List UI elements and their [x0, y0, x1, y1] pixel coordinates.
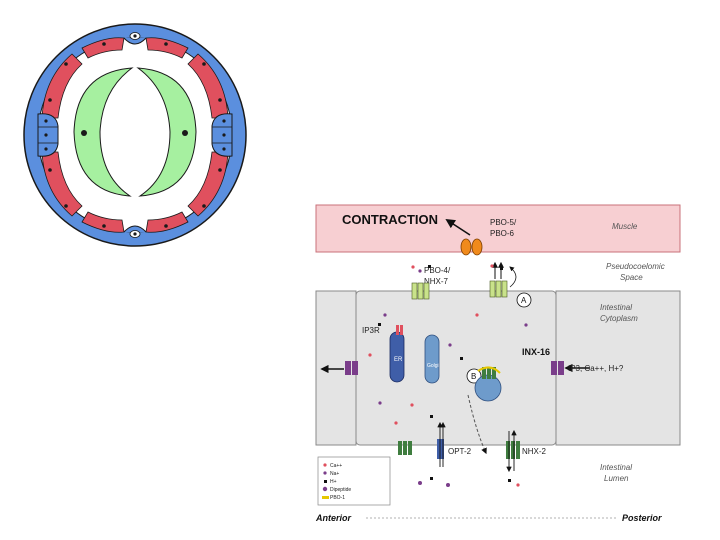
- intestine-nucleus-right: [182, 130, 188, 136]
- region-cyto-2: Cytoplasm: [600, 314, 638, 323]
- er-label: ER: [394, 357, 403, 363]
- muscle-quadrant-upper-left: [41, 53, 83, 119]
- region-cyto-1: Intestinal: [600, 303, 632, 312]
- ip3r-label: IP3R: [362, 326, 380, 335]
- circle-a-label: A: [521, 296, 527, 305]
- inx16-right-channel-icon: [551, 361, 564, 375]
- region-lumen-2: Lumen: [604, 474, 629, 483]
- region-lumen-1: Intestinal: [600, 463, 632, 472]
- lateral-cord-left: [37, 113, 59, 157]
- golgi-label: Golgi: [427, 363, 439, 369]
- opt2-transporter-icon: [437, 421, 446, 467]
- lateral-cord-right: [211, 113, 233, 157]
- contraction-label: CONTRACTION: [342, 212, 438, 227]
- region-pseudo-1: Pseudocoelomic: [606, 262, 665, 271]
- pbo56-receptor-icon: [460, 238, 483, 256]
- circle-a-marker: [516, 292, 532, 308]
- muscle-quadrant-upper-right: [187, 53, 229, 119]
- vesicle-pump-icon: [477, 366, 501, 379]
- opt2-label: OPT-2: [448, 447, 472, 456]
- legend-ca: Ca++: [330, 463, 342, 469]
- nhx2-exchanger-icon: [506, 429, 520, 473]
- intestine-cell-left: [73, 67, 134, 197]
- ventral-cord: [123, 225, 147, 233]
- muscle-quadrant-upper-right-2: [145, 37, 189, 59]
- inx16-label: INX-16: [522, 347, 550, 357]
- proton-export-icon: [489, 261, 517, 298]
- nucleus-dot-icon: [44, 42, 226, 228]
- pbo4-label-1: PBO-4/: [424, 266, 451, 275]
- cross-section-diagram: [23, 23, 247, 247]
- anterior-label: Anterior: [315, 513, 352, 523]
- muscle-quadrant-lower-left: [41, 151, 83, 217]
- muscle-quadrant-lower-right-2: [145, 211, 189, 233]
- muscle-quadrant-upper-left-2: [81, 37, 125, 59]
- legend-h: H+: [330, 479, 337, 485]
- muscle-band: [315, 204, 681, 253]
- golgi-organelle: [424, 334, 440, 384]
- apical-channel-left-icon: [398, 441, 412, 455]
- pbo56-label-1: PBO-5/: [490, 218, 517, 227]
- intestine-nucleus-left: [81, 130, 87, 136]
- intestinal-signaling-diagram: CONTRACTION PBO-5/ PBO-6 Muscle Pseudoco…: [315, 204, 681, 523]
- legend-dipeptide: Dipeptide: [330, 487, 351, 493]
- muscle-quadrant-lower-right: [187, 151, 229, 217]
- intestine-cell-right: [136, 67, 197, 197]
- exocytosis-path: [467, 394, 487, 455]
- ion-particles: [368, 264, 528, 487]
- legend-pbo1: PBO-1: [330, 495, 345, 501]
- region-muscle: Muscle: [612, 222, 638, 231]
- dorsal-cord: [123, 37, 147, 45]
- circle-b-marker: [466, 368, 482, 384]
- circle-b-label: B: [471, 372, 476, 381]
- pbo4-exchanger-icon: [411, 282, 430, 300]
- legend-na: Na+: [330, 471, 339, 477]
- inx16-ions-label: IP3, Ca++, H+?: [568, 364, 624, 373]
- contraction-arrow: [445, 218, 471, 236]
- region-pseudo-2: Space: [620, 273, 643, 282]
- ip3r-channel-icon: [396, 325, 403, 335]
- inx16-left-channel-icon: [345, 361, 358, 375]
- nhx2-label: NHX-2: [522, 447, 547, 456]
- legend-box: [317, 456, 391, 506]
- muscle-quadrant-lower-left-2: [81, 211, 125, 233]
- posterior-label: Posterior: [622, 513, 662, 523]
- pbo56-label-2: PBO-6: [490, 229, 515, 238]
- pbo4-label-2: NHX-7: [424, 277, 449, 286]
